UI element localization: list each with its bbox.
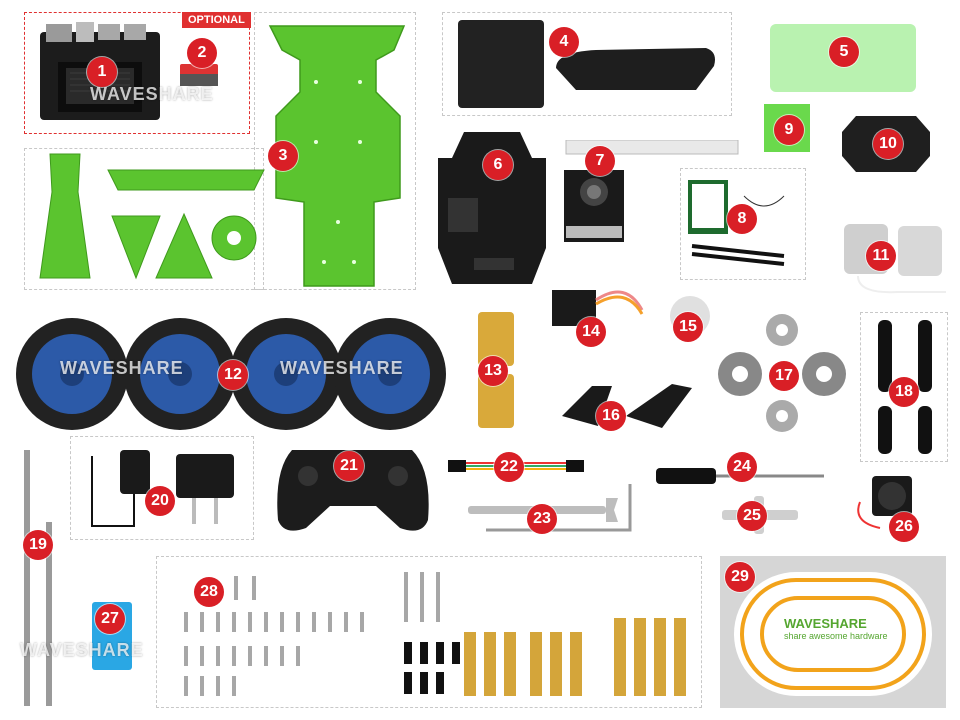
logo-name: WAVESHARE: [784, 616, 867, 631]
watermark-3: WAVESHARE: [280, 358, 404, 378]
plate-group-box: [254, 12, 416, 290]
ball-joints-drawing: [878, 320, 932, 454]
chassis-group-box: [24, 148, 264, 290]
adapter-drawing: [91, 450, 234, 527]
cover-group-box: [442, 12, 732, 116]
screws-drawing: [184, 572, 686, 696]
jetson-nano-board: [36, 22, 164, 122]
badge-9: 9: [774, 115, 804, 145]
badge-24: 24: [727, 452, 757, 482]
bearings: [716, 310, 850, 438]
steering-knuckles: [552, 376, 702, 438]
green-side-bracket: [34, 152, 96, 284]
badge-29: 29: [725, 562, 755, 592]
small-brackets-drawing: [111, 212, 257, 280]
badge-18: 18: [889, 377, 919, 407]
micro-sd-card: [178, 60, 220, 90]
logo-tagline: share awesome hardware: [784, 631, 888, 641]
watermark-4: WAVESHARE: [20, 640, 144, 660]
green-small-brackets: [108, 208, 264, 284]
expansion-board-drawing: [438, 132, 546, 284]
cooling-fan: [850, 472, 930, 536]
badge-27: 27: [95, 604, 125, 634]
badge-20: 20: [145, 486, 175, 516]
power-group-box: [70, 436, 254, 540]
badge-22: 22: [494, 452, 524, 482]
bearings-drawing: [718, 314, 846, 432]
gamepad-controller: [272, 440, 434, 538]
wheels: [14, 316, 448, 434]
badge-2: 2: [187, 38, 217, 68]
ball-joint-group-box: [860, 312, 948, 462]
badge-15: 15: [673, 312, 703, 342]
sd-card-drawing: [180, 64, 218, 86]
wheels-drawing: [16, 318, 446, 430]
badge-25: 25: [737, 501, 767, 531]
badge-21: 21: [334, 451, 364, 481]
expansion-board: [434, 128, 550, 288]
badge-5: 5: [829, 37, 859, 67]
badge-17: 17: [769, 361, 799, 391]
threaded-rods: [18, 448, 62, 710]
badge-6: 6: [483, 150, 513, 180]
wireless-card: [684, 176, 802, 272]
badge-12: 12: [218, 360, 248, 390]
badge-13: 13: [478, 356, 508, 386]
badge-8: 8: [727, 204, 757, 234]
ball-joints: [866, 316, 944, 458]
screws-group-box: [156, 556, 702, 708]
badge-7: 7: [585, 146, 615, 176]
couplers-drawing: [478, 312, 514, 428]
badge-10: 10: [873, 129, 903, 159]
track-mat-drawing: [720, 556, 946, 708]
badge-23: 23: [527, 504, 557, 534]
crossbar-drawing: [107, 169, 265, 191]
badge-19: 19: [23, 530, 53, 560]
gamepad-drawing: [277, 450, 429, 531]
wireless-group-box: [680, 168, 806, 280]
badge-3: 3: [268, 141, 298, 171]
power-adapter: [84, 446, 244, 534]
cover-plates-drawing: [458, 20, 715, 108]
green-bottom-plate: [264, 22, 412, 288]
badge-1: 1: [87, 57, 117, 87]
black-cover-plates: [456, 18, 720, 112]
screws-and-standoffs: [164, 562, 696, 704]
badge-11: 11: [866, 241, 896, 271]
badge-4: 4: [549, 27, 579, 57]
jetson-board-drawing: [40, 22, 160, 120]
badge-26: 26: [889, 512, 919, 542]
wireless-card-drawing: [688, 180, 785, 266]
optional-group-box: [24, 12, 250, 134]
waveshare-logo: WAVESHARE share awesome hardware: [784, 616, 894, 641]
side-bracket-drawing: [39, 153, 91, 279]
badge-28: 28: [194, 577, 224, 607]
rods-drawing: [24, 450, 52, 706]
brass-couplers: [472, 310, 520, 430]
badge-14: 14: [576, 317, 606, 347]
fan-drawing: [857, 476, 912, 529]
green-crossbar: [104, 166, 268, 194]
knuckles-drawing: [562, 384, 692, 428]
watermark-2: WAVESHARE: [60, 358, 184, 378]
track-map-mat: WAVESHARE share awesome hardware: [720, 556, 946, 708]
watermark-1: WAVESHARE: [90, 84, 214, 104]
badge-16: 16: [596, 401, 626, 431]
optional-label: OPTIONAL: [182, 12, 251, 28]
green-plate-drawing: [268, 25, 406, 287]
